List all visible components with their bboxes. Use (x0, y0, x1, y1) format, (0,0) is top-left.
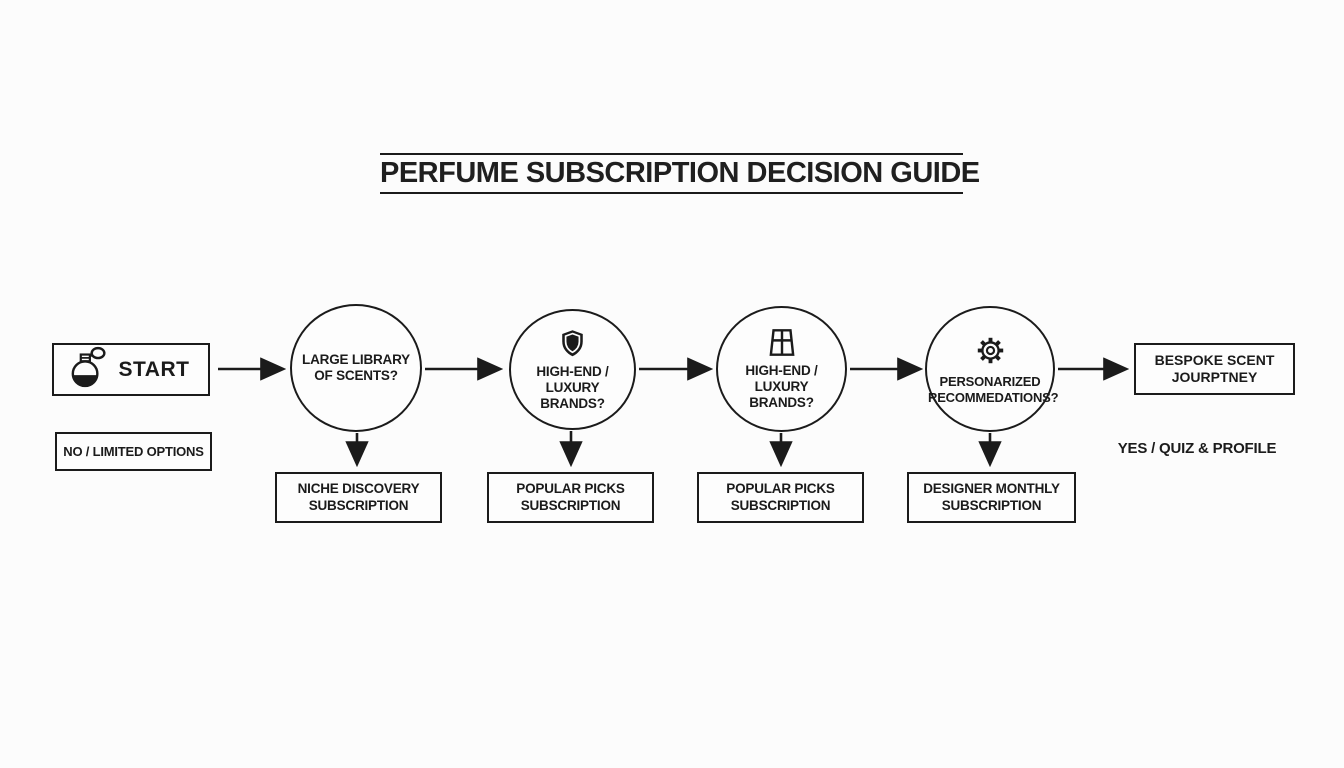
decision-label: HIGH-END / LUXURY BRANDS? (536, 363, 609, 411)
title-block: PERFUME SUBSCRIPTION DECISION GUIDE (380, 153, 980, 194)
decision-label: HIGH-END / LUXURY BRANDS? (745, 363, 818, 410)
outcome-popular-picks-2: POPULAR PICKS SUBSCRIPTION (697, 472, 864, 523)
decision-luxury-brands-1: HIGH-END / LUXURY BRANDS? (509, 309, 636, 430)
outcome-niche-discovery: NICHE DISCOVERY SUBSCRIPTION (275, 472, 442, 523)
title-rule-bottom (380, 192, 963, 194)
decision-label: PERSONARIZED RECOMMEDATIONS? (928, 374, 1059, 405)
gear-icon (972, 332, 1009, 369)
perfume-atomizer-icon (64, 344, 110, 395)
decision-label: LARGE LIBRARY OF SCENTS? (302, 352, 410, 383)
decision-personalized-recommendations: PERSONARIZED RECOMMEDATIONS? (925, 306, 1059, 432)
outcome-popular-picks-1: POPULAR PICKS SUBSCRIPTION (487, 472, 654, 523)
branch-label-no: NO / LIMITED OPTIONS (55, 432, 212, 471)
start-label: START (118, 357, 190, 381)
title-rule-top (380, 153, 963, 155)
end-node-bespoke-scent: BESPOKE SCENT JOURPTNEY (1134, 343, 1295, 395)
start-node: START (52, 343, 210, 396)
page-title: PERFUME SUBSCRIPTION DECISION GUIDE (380, 157, 980, 189)
decision-luxury-brands-2: HIGH-END / LUXURY BRANDS? (716, 306, 847, 432)
window-icon (764, 327, 800, 358)
decision-large-library: LARGE LIBRARY OF SCENTS? (290, 304, 422, 432)
outcome-designer-monthly: DESIGNER MONTHLY SUBSCRIPTION (907, 472, 1076, 523)
shield-icon (558, 328, 587, 359)
branch-label-yes: YES / QUIZ & PROFILE (1117, 440, 1277, 457)
